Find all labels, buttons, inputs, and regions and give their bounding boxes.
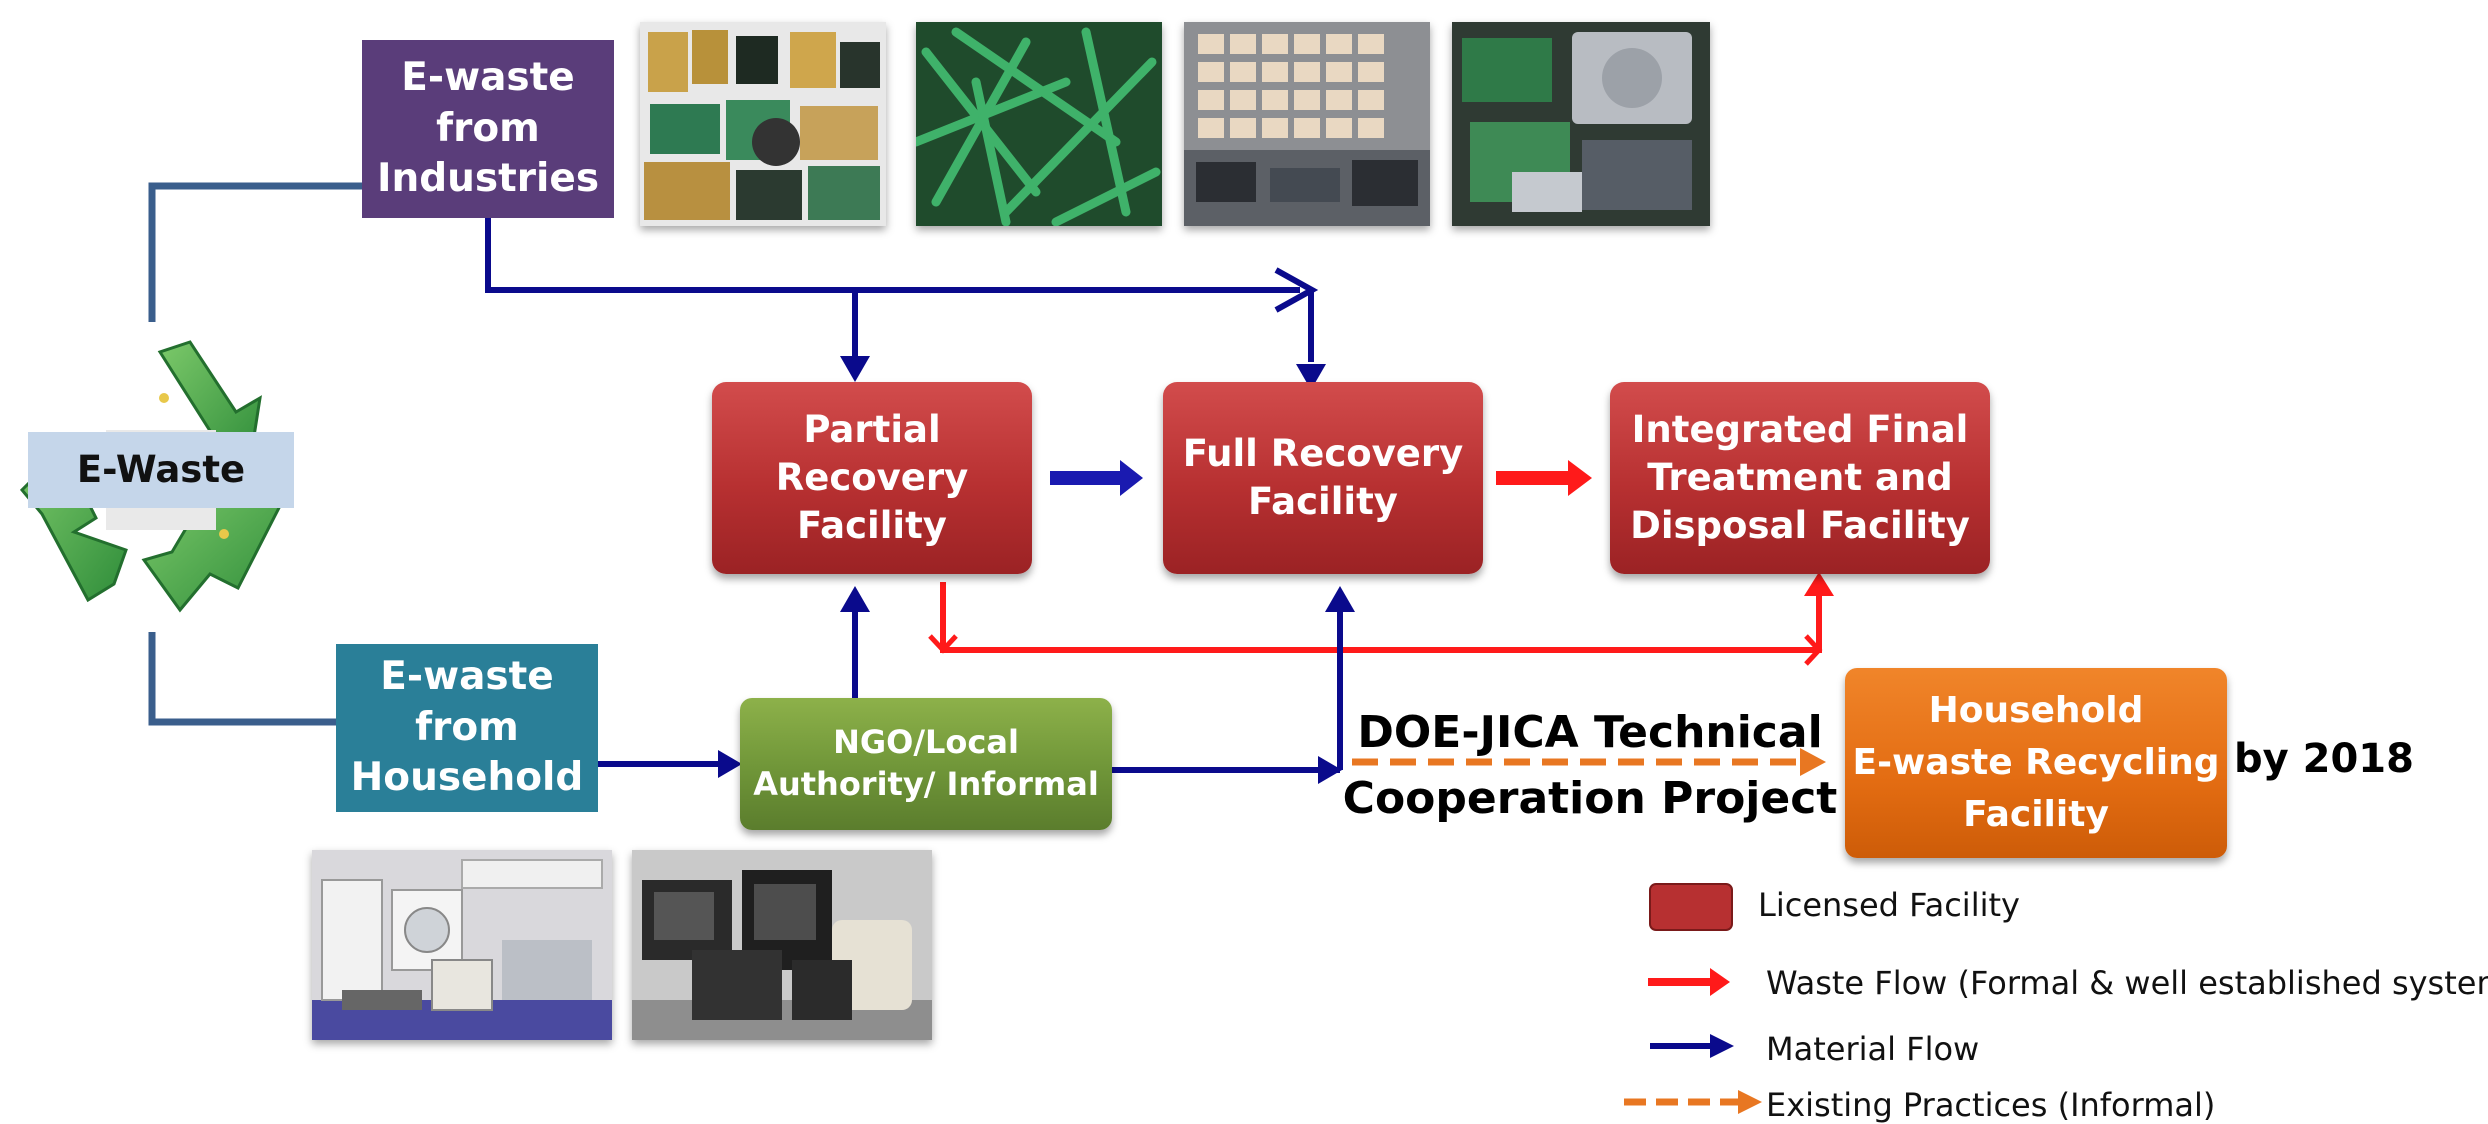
edge-ngo-hhfac-arrowhead [1800, 748, 1826, 776]
household-recycling-facility: Household E-waste Recycling Facility [1845, 668, 2227, 858]
photo-cpu-chips [640, 22, 886, 226]
edge-partial-final-arrowhead [1804, 572, 1834, 596]
partial-recovery-facility: Partial Recovery Facility [712, 382, 1032, 574]
legend-licensed-swatch [1649, 883, 1733, 931]
edge-household-ngo-arrowhead [718, 750, 742, 778]
edge-industries-full [485, 218, 1300, 293]
photo-hard-drives [1452, 22, 1710, 226]
photo-old-tvs [632, 850, 932, 1040]
photo-circuit-strips [916, 22, 1162, 226]
edge-full-final [1496, 460, 1592, 496]
legend-licensed-label: Licensed Facility [1758, 886, 2020, 924]
legend-waste-flow-label: Waste Flow (Formal & well established sy… [1766, 964, 2488, 1002]
edge-partial-final-corner [1804, 634, 1823, 666]
full-recovery-facility: Full Recovery Facility [1163, 382, 1483, 574]
edge-ewaste-household [148, 632, 336, 726]
household-source-box: E-waste from Household [336, 644, 598, 812]
edge-partial-full [1050, 460, 1143, 496]
edge-industries-partial-arrowhead [840, 356, 870, 382]
edge-ngo-full-up-arrowhead [1325, 586, 1355, 612]
photo-household-appliances [312, 850, 612, 1040]
ngo-box: NGO/Local Authority/ Informal [740, 698, 1112, 830]
legend-existing-label: Existing Practices (Informal) [1766, 1086, 2216, 1124]
ewaste-hub-label: E-Waste [28, 432, 294, 508]
legend-existing-arrowhead [1738, 1090, 1762, 1114]
photo-memory-boards [1184, 22, 1430, 226]
industries-source-box: E-waste from Industries [362, 40, 614, 218]
legend-material-flow-arrowhead [1710, 1034, 1734, 1058]
edge-industries-full-down-arrowhead [1296, 364, 1326, 390]
edge-ngo-full-arrowhead [1318, 756, 1342, 784]
edge-ngo-partial-arrowhead [840, 586, 870, 612]
target-year-label: by 2018 [2234, 736, 2414, 782]
final-treatment-facility: Integrated Final Treatment and Disposal … [1610, 382, 1990, 574]
project-label: DOE-JICA Technical Cooperation Project [1342, 707, 1838, 824]
edge-ewaste-industries [148, 182, 362, 322]
legend-material-flow-label: Material Flow [1766, 1030, 1980, 1068]
edge-partial-final-tick [928, 634, 958, 654]
legend-waste-flow-arrow [1648, 968, 1730, 996]
edge-partial-final [940, 582, 1822, 653]
